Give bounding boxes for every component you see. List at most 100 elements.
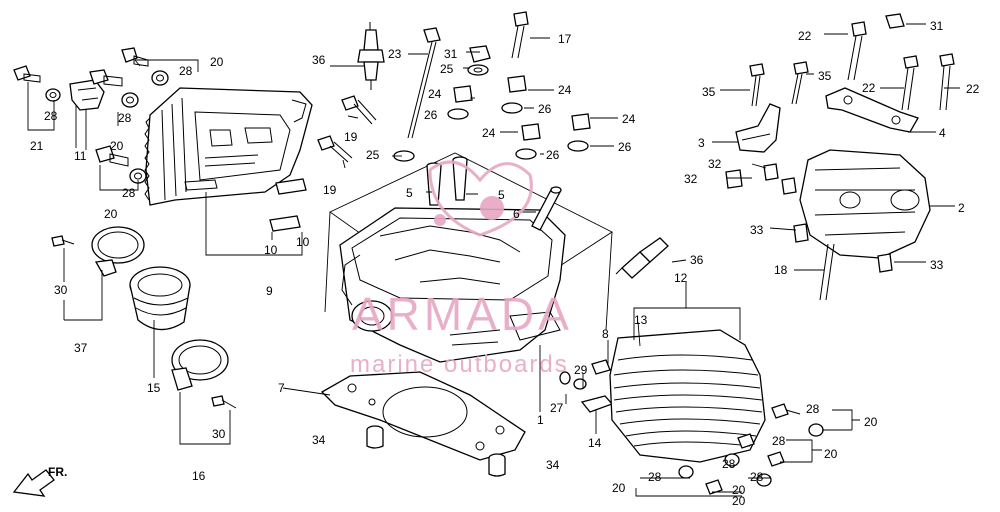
- callout-6: 6: [513, 207, 520, 221]
- collar-33-left[interactable]: [793, 223, 809, 243]
- washer-25-top[interactable]: [467, 64, 489, 76]
- callout-2: 2: [958, 201, 965, 215]
- callout-26b: 26: [538, 102, 552, 116]
- callout-28g: 28: [648, 470, 662, 484]
- callout-23: 23: [388, 47, 402, 61]
- screw-30-lower[interactable]: [211, 395, 237, 409]
- washer-26-mid[interactable]: [515, 148, 537, 160]
- cylinder-head-1[interactable]: [339, 207, 566, 363]
- callout-20g: 20: [732, 494, 746, 508]
- callout-28c: 28: [118, 111, 132, 125]
- callout-25b: 25: [366, 148, 380, 162]
- callout-28f: 28: [772, 434, 786, 448]
- washer-28-right-4[interactable]: [756, 473, 772, 487]
- front-label: FR.: [48, 465, 67, 479]
- callout-28i: 28: [750, 470, 764, 484]
- head-side-cover-12[interactable]: [609, 329, 766, 463]
- spark-plug-36-right[interactable]: [615, 237, 669, 279]
- bolt-20-right-4[interactable]: [705, 479, 723, 495]
- callout-31b: 31: [930, 19, 944, 33]
- dowel-pin-34-right[interactable]: [488, 453, 506, 477]
- spark-plug-36-top[interactable]: [357, 22, 385, 90]
- clip-11[interactable]: [69, 79, 105, 111]
- callout-17: 17: [558, 32, 572, 46]
- callout-32a: 32: [708, 157, 722, 171]
- bolt-22-mid[interactable]: [901, 55, 919, 111]
- callout-32b: 32: [684, 172, 698, 186]
- bolt-20-lower[interactable]: [95, 145, 129, 167]
- washer-28-right-3[interactable]: [678, 465, 694, 479]
- rocker-arm-holder-2[interactable]: [799, 149, 931, 259]
- callout-14: 14: [588, 436, 602, 450]
- callout-26c: 26: [546, 148, 560, 162]
- callout-10a: 10: [264, 243, 278, 257]
- bolt-20-left-top[interactable]: [89, 69, 123, 87]
- intake-hose-15[interactable]: [129, 266, 191, 331]
- callout-34b: 34: [546, 458, 560, 472]
- screw-19-upper[interactable]: [341, 95, 377, 125]
- rear-head-cover[interactable]: [144, 87, 313, 206]
- bolt-22-right[interactable]: [939, 53, 955, 111]
- callout-30a: 30: [54, 283, 68, 297]
- bolt-20-right-2[interactable]: [737, 433, 755, 449]
- callout-24a: 24: [428, 87, 442, 101]
- bolt-17[interactable]: [511, 11, 529, 59]
- flange-bolt-21[interactable]: [13, 65, 41, 83]
- washer-28-right-1[interactable]: [808, 423, 824, 437]
- leader-lines: [27, 23, 960, 497]
- washer-28-right-2[interactable]: [724, 453, 740, 467]
- valve-guide-6[interactable]: [531, 186, 562, 231]
- oil-seal-block-10a[interactable]: [275, 178, 307, 195]
- screw-30-upper[interactable]: [51, 235, 75, 247]
- callout-20e: 20: [824, 447, 838, 461]
- bolt-20-right-1[interactable]: [771, 403, 801, 419]
- callout-37: 37: [74, 341, 88, 355]
- callout-20d: 20: [864, 415, 878, 429]
- bolt-22-top[interactable]: [847, 21, 867, 81]
- rocker-arm-3[interactable]: [735, 103, 781, 153]
- screw-19-lower[interactable]: [317, 135, 353, 163]
- callout-22c: 22: [966, 82, 980, 96]
- callout-4: 4: [939, 126, 946, 140]
- callout-18: 18: [774, 263, 788, 277]
- callout-16: 16: [192, 469, 206, 483]
- bracket-14[interactable]: [580, 395, 614, 413]
- washer-26-top[interactable]: [501, 102, 523, 114]
- hose-clamp-upper[interactable]: [91, 226, 145, 277]
- bolt-35-right[interactable]: [791, 61, 809, 105]
- stud-18[interactable]: [819, 243, 835, 301]
- nut-31-right[interactable]: [885, 13, 905, 29]
- head-gasket-7[interactable]: [320, 371, 526, 461]
- bolt-8[interactable]: [591, 359, 611, 375]
- washer-28-left[interactable]: [45, 88, 61, 102]
- callout-9: 9: [266, 284, 273, 298]
- collar-32-b[interactable]: [763, 163, 779, 181]
- oil-seal-block-10b[interactable]: [269, 215, 301, 232]
- washer-28-mid[interactable]: [121, 92, 139, 108]
- washer-28-top[interactable]: [151, 70, 169, 86]
- nut-24-right[interactable]: [571, 113, 591, 131]
- bolt-20-right-3[interactable]: [767, 451, 785, 467]
- collar-32-a[interactable]: [725, 169, 743, 189]
- washer-26-right[interactable]: [567, 140, 589, 152]
- callout-12: 12: [674, 271, 688, 285]
- collar-33-right[interactable]: [877, 253, 893, 273]
- callout-33a: 33: [750, 223, 764, 237]
- callout-15: 15: [147, 381, 161, 395]
- washer-27[interactable]: [559, 371, 571, 385]
- nut-24-mid-left[interactable]: [453, 85, 473, 103]
- nut-31-center[interactable]: [469, 45, 491, 63]
- hose-clamp-lower[interactable]: [171, 339, 229, 391]
- washer-26-mid-left[interactable]: [447, 108, 469, 120]
- callout-22a: 22: [798, 29, 812, 43]
- callout-11: 11: [74, 149, 87, 163]
- front-direction-arrow: FR.: [12, 465, 67, 497]
- bolt-20-top[interactable]: [121, 47, 149, 67]
- stud-bolt-23[interactable]: [407, 27, 441, 139]
- dowel-pin-34-left[interactable]: [366, 425, 384, 449]
- washer-29[interactable]: [573, 378, 587, 390]
- nut-24-top[interactable]: [507, 75, 527, 93]
- collar-32-c[interactable]: [781, 177, 797, 195]
- nut-24-mid[interactable]: [521, 123, 541, 141]
- bolt-35-left[interactable]: [749, 63, 765, 107]
